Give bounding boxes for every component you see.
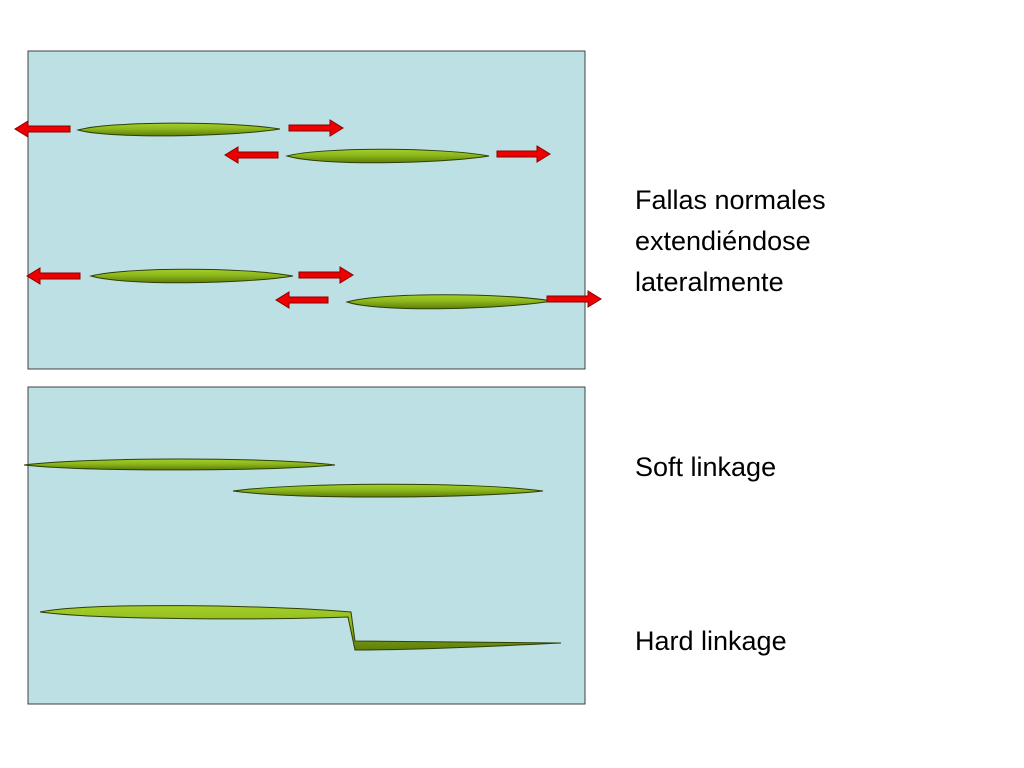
panel-lateral-propagation <box>27 50 586 370</box>
arrow-left-icon <box>26 267 81 285</box>
fault-segment-1 <box>76 122 281 137</box>
arrow-left-icon <box>275 291 329 309</box>
fault-segment-3 <box>89 268 294 284</box>
arrow-right-icon <box>298 266 354 284</box>
caption-line: extendiéndose <box>635 226 811 256</box>
arrow-right-icon <box>496 145 551 163</box>
hard-linkage-fault <box>39 605 562 651</box>
caption-lateral-propagation: Fallas normales extendiéndose lateralmen… <box>635 180 826 303</box>
soft-linkage-fault-2 <box>232 483 544 498</box>
caption-soft-linkage: Soft linkage <box>635 447 776 488</box>
caption-line: lateralmente <box>635 267 784 297</box>
soft-linkage-fault-1 <box>23 458 336 471</box>
caption-line: Fallas normales <box>635 185 826 215</box>
caption-line: Soft linkage <box>635 452 777 482</box>
arrow-left-icon <box>14 120 71 138</box>
fault-segment-2 <box>285 148 490 164</box>
panel-linkage <box>27 386 586 705</box>
arrow-right-icon <box>546 290 602 308</box>
caption-line: Hard linkage <box>635 626 787 656</box>
arrow-right-icon <box>288 119 344 137</box>
caption-hard-linkage: Hard linkage <box>635 621 787 662</box>
arrow-left-icon <box>224 146 279 164</box>
